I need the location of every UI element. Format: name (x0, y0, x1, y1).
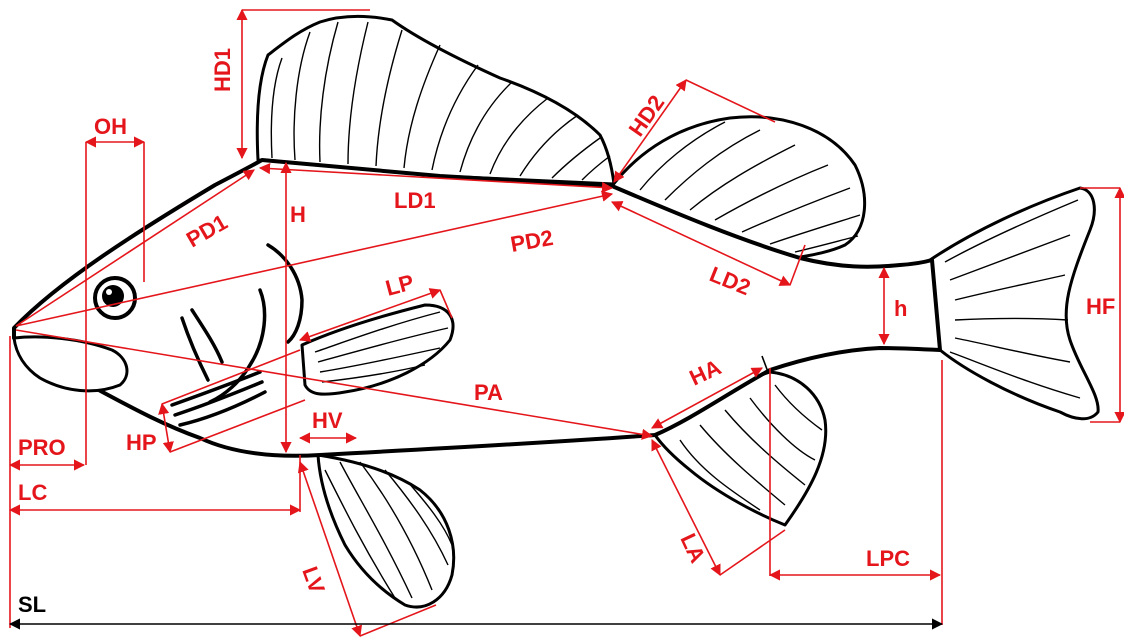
label-pro: PRO (18, 435, 66, 460)
label-la: LA (675, 530, 710, 567)
label-ld1: LD1 (394, 188, 436, 213)
pelvic-fin (318, 455, 454, 607)
label-h-small: h (894, 296, 907, 321)
label-hp: HP (126, 430, 157, 455)
label-oh: OH (94, 114, 127, 139)
label-h: H (290, 202, 306, 227)
first-dorsal-fin (257, 17, 614, 185)
hd2-tick (686, 80, 775, 122)
label-hv: HV (312, 408, 343, 433)
label-lpc: LPC (866, 546, 910, 571)
label-lc: LC (18, 480, 47, 505)
label-sl: SL (18, 592, 46, 617)
caudal-fin (930, 188, 1098, 419)
fish-drawing (14, 17, 1098, 607)
label-hd1: HD1 (210, 48, 235, 92)
lv-tick (360, 605, 436, 636)
label-pa: PA (474, 380, 503, 405)
label-hf: HF (1086, 294, 1115, 319)
label-hd2: HD2 (624, 90, 670, 140)
fish-eye (95, 278, 135, 318)
label-lv: LV (297, 563, 330, 597)
la-tick (720, 530, 785, 575)
